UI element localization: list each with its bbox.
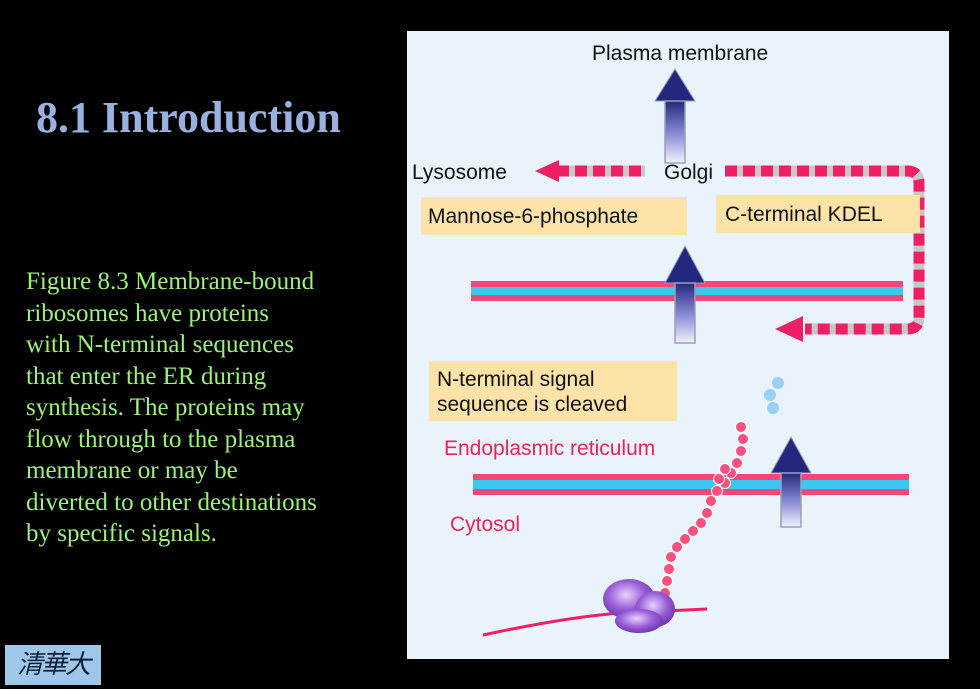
caption-line: with N-terminal sequences bbox=[26, 331, 294, 358]
cleaved-signal-fragment bbox=[764, 377, 784, 414]
caption-line: Figure 8.3 Membrane-bound bbox=[26, 268, 315, 295]
label-kdel: C-terminal KDEL bbox=[725, 203, 883, 226]
caption-line: ribosomes have proteins bbox=[26, 299, 270, 327]
label-golgi: Golgi bbox=[664, 161, 713, 184]
box-kdel bbox=[716, 195, 920, 233]
kdel-return-path bbox=[725, 165, 925, 342]
caption-line: membrane or may be bbox=[26, 457, 238, 484]
caption-line: by specific signals. bbox=[26, 520, 217, 547]
caption-line: flow through to the plasma bbox=[26, 425, 296, 453]
arrow-to-lysosome bbox=[535, 160, 645, 182]
protein-sorting-figure: Plasma membrane Lysosome Golgi Mannose-6… bbox=[407, 31, 949, 659]
label-signal-line1: N-terminal signal bbox=[437, 368, 595, 391]
label-cytosol: Cytosol bbox=[450, 513, 520, 536]
slide-title: 8.1 Introduction bbox=[36, 93, 341, 142]
ribosome bbox=[603, 579, 675, 633]
caption-line: synthesis. The proteins may bbox=[26, 394, 305, 421]
box-mannose bbox=[421, 197, 687, 235]
arrow-to-golgi bbox=[664, 244, 706, 344]
arrow-to-plasma-membrane bbox=[654, 68, 696, 164]
label-signal-line2: sequence is cleaved bbox=[437, 393, 627, 416]
logo-text: 清華大學 bbox=[16, 650, 91, 680]
arrow-into-er bbox=[770, 435, 812, 528]
label-lysosome: Lysosome bbox=[412, 161, 507, 184]
university-logo: 清華大學 bbox=[5, 645, 101, 685]
er-membrane bbox=[473, 474, 909, 495]
figure-caption: Figure 8.3 Membrane-bound ribosomes have… bbox=[26, 266, 396, 550]
caption-line: that enter the ER during bbox=[26, 362, 267, 390]
caption-line: diverted to other destinations bbox=[26, 488, 317, 516]
box-signal-sequence bbox=[429, 361, 677, 421]
label-er: Endoplasmic reticulum bbox=[444, 437, 655, 460]
label-mannose: Mannose-6-phosphate bbox=[428, 205, 638, 228]
label-plasma-membrane: Plasma membrane bbox=[592, 42, 768, 65]
figure-svg: Plasma membrane Lysosome Golgi Mannose-6… bbox=[407, 31, 949, 659]
